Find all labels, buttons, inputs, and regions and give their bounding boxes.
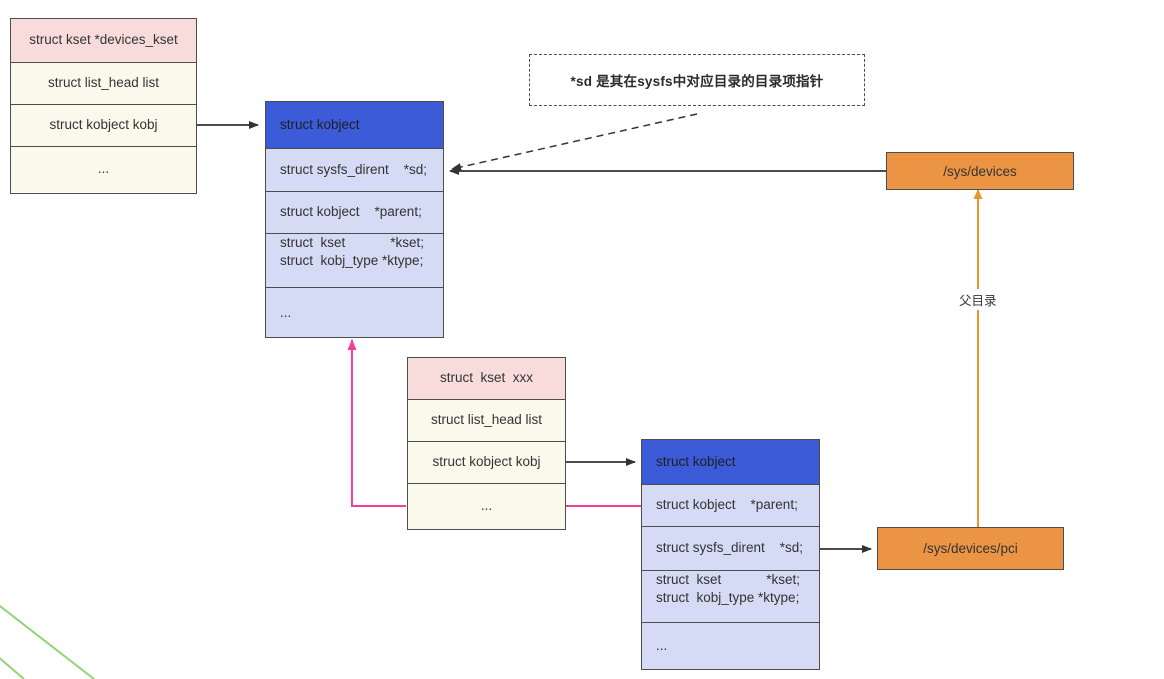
row-kobject-top-sd: struct sysfs_dirent *sd; <box>266 148 443 193</box>
row-devices-kset-title: struct kset *devices_kset <box>11 19 196 63</box>
sys-devices-pci-label: /sys/devices/pci <box>923 541 1018 556</box>
edge-label-parent-dir: 父目录 <box>955 289 1001 310</box>
row-kobject-bottom-ktype: struct kobj_type *ktype; <box>656 590 800 606</box>
sys-devices-label: /sys/devices <box>943 163 1017 179</box>
row-kobject-bottom-sd: struct sysfs_dirent *sd; <box>642 527 819 571</box>
edge-label-parent-dir-text: 父目录 <box>959 294 997 308</box>
row-kobject-bottom-parent: struct kobject *parent; <box>642 484 819 528</box>
row-kobject-top-kset: struct kset *kset; <box>280 234 425 250</box>
row-kset-xxx-kobj: struct kobject kobj <box>408 442 565 484</box>
node-sys-devices[interactable]: /sys/devices <box>886 152 1074 190</box>
row-kobject-bottom-kset-ktype: struct kset *kset; struct kobj_type *kty… <box>642 570 819 624</box>
row-kobject-bottom-ellipsis: ... <box>642 623 819 669</box>
row-kset-xxx-ellipsis: ... <box>408 483 565 529</box>
node-devices-kset[interactable]: struct kset *devices_kset struct list_he… <box>10 18 197 194</box>
node-kobject-bottom[interactable]: struct kobject struct kobject *parent; s… <box>641 439 820 670</box>
node-kset-xxx[interactable]: struct kset xxx struct list_head list st… <box>407 357 566 530</box>
decorative-green-lines <box>0 604 95 679</box>
row-kset-xxx-list: struct list_head list <box>408 399 565 443</box>
row-kobject-bottom-header: struct kobject <box>642 440 819 485</box>
row-devices-kset-list: struct list_head list <box>11 63 196 105</box>
row-kobject-top-ktype: struct kobj_type *ktype; <box>280 253 424 269</box>
node-kobject-top[interactable]: struct kobject struct sysfs_dirent *sd; … <box>265 101 444 338</box>
row-kobject-top-header: struct kobject <box>266 102 443 149</box>
row-kobject-top-kset-ktype: struct kset *kset; struct kobj_type *kty… <box>266 233 443 289</box>
node-sys-devices-pci[interactable]: /sys/devices/pci <box>877 527 1064 570</box>
row-devices-kset-ellipsis: ... <box>11 147 196 192</box>
annotation-sd-note-text: *sd 是其在sysfs中对应目录的目录项指针 <box>570 74 824 89</box>
row-kobject-top-parent: struct kobject *parent; <box>266 192 443 234</box>
edge-note-to-sd-dashed <box>451 113 698 171</box>
annotation-sd-note: *sd 是其在sysfs中对应目录的目录项指针 <box>529 54 865 106</box>
row-kobject-top-ellipsis: ... <box>266 288 443 337</box>
edge-ksetxxx-to-kobjecttop-pink <box>347 339 406 507</box>
row-devices-kset-kobj: struct kobject kobj <box>11 105 196 147</box>
row-kobject-bottom-kset: struct kset *kset; <box>656 571 801 587</box>
row-kset-xxx-title: struct kset xxx <box>408 358 565 400</box>
